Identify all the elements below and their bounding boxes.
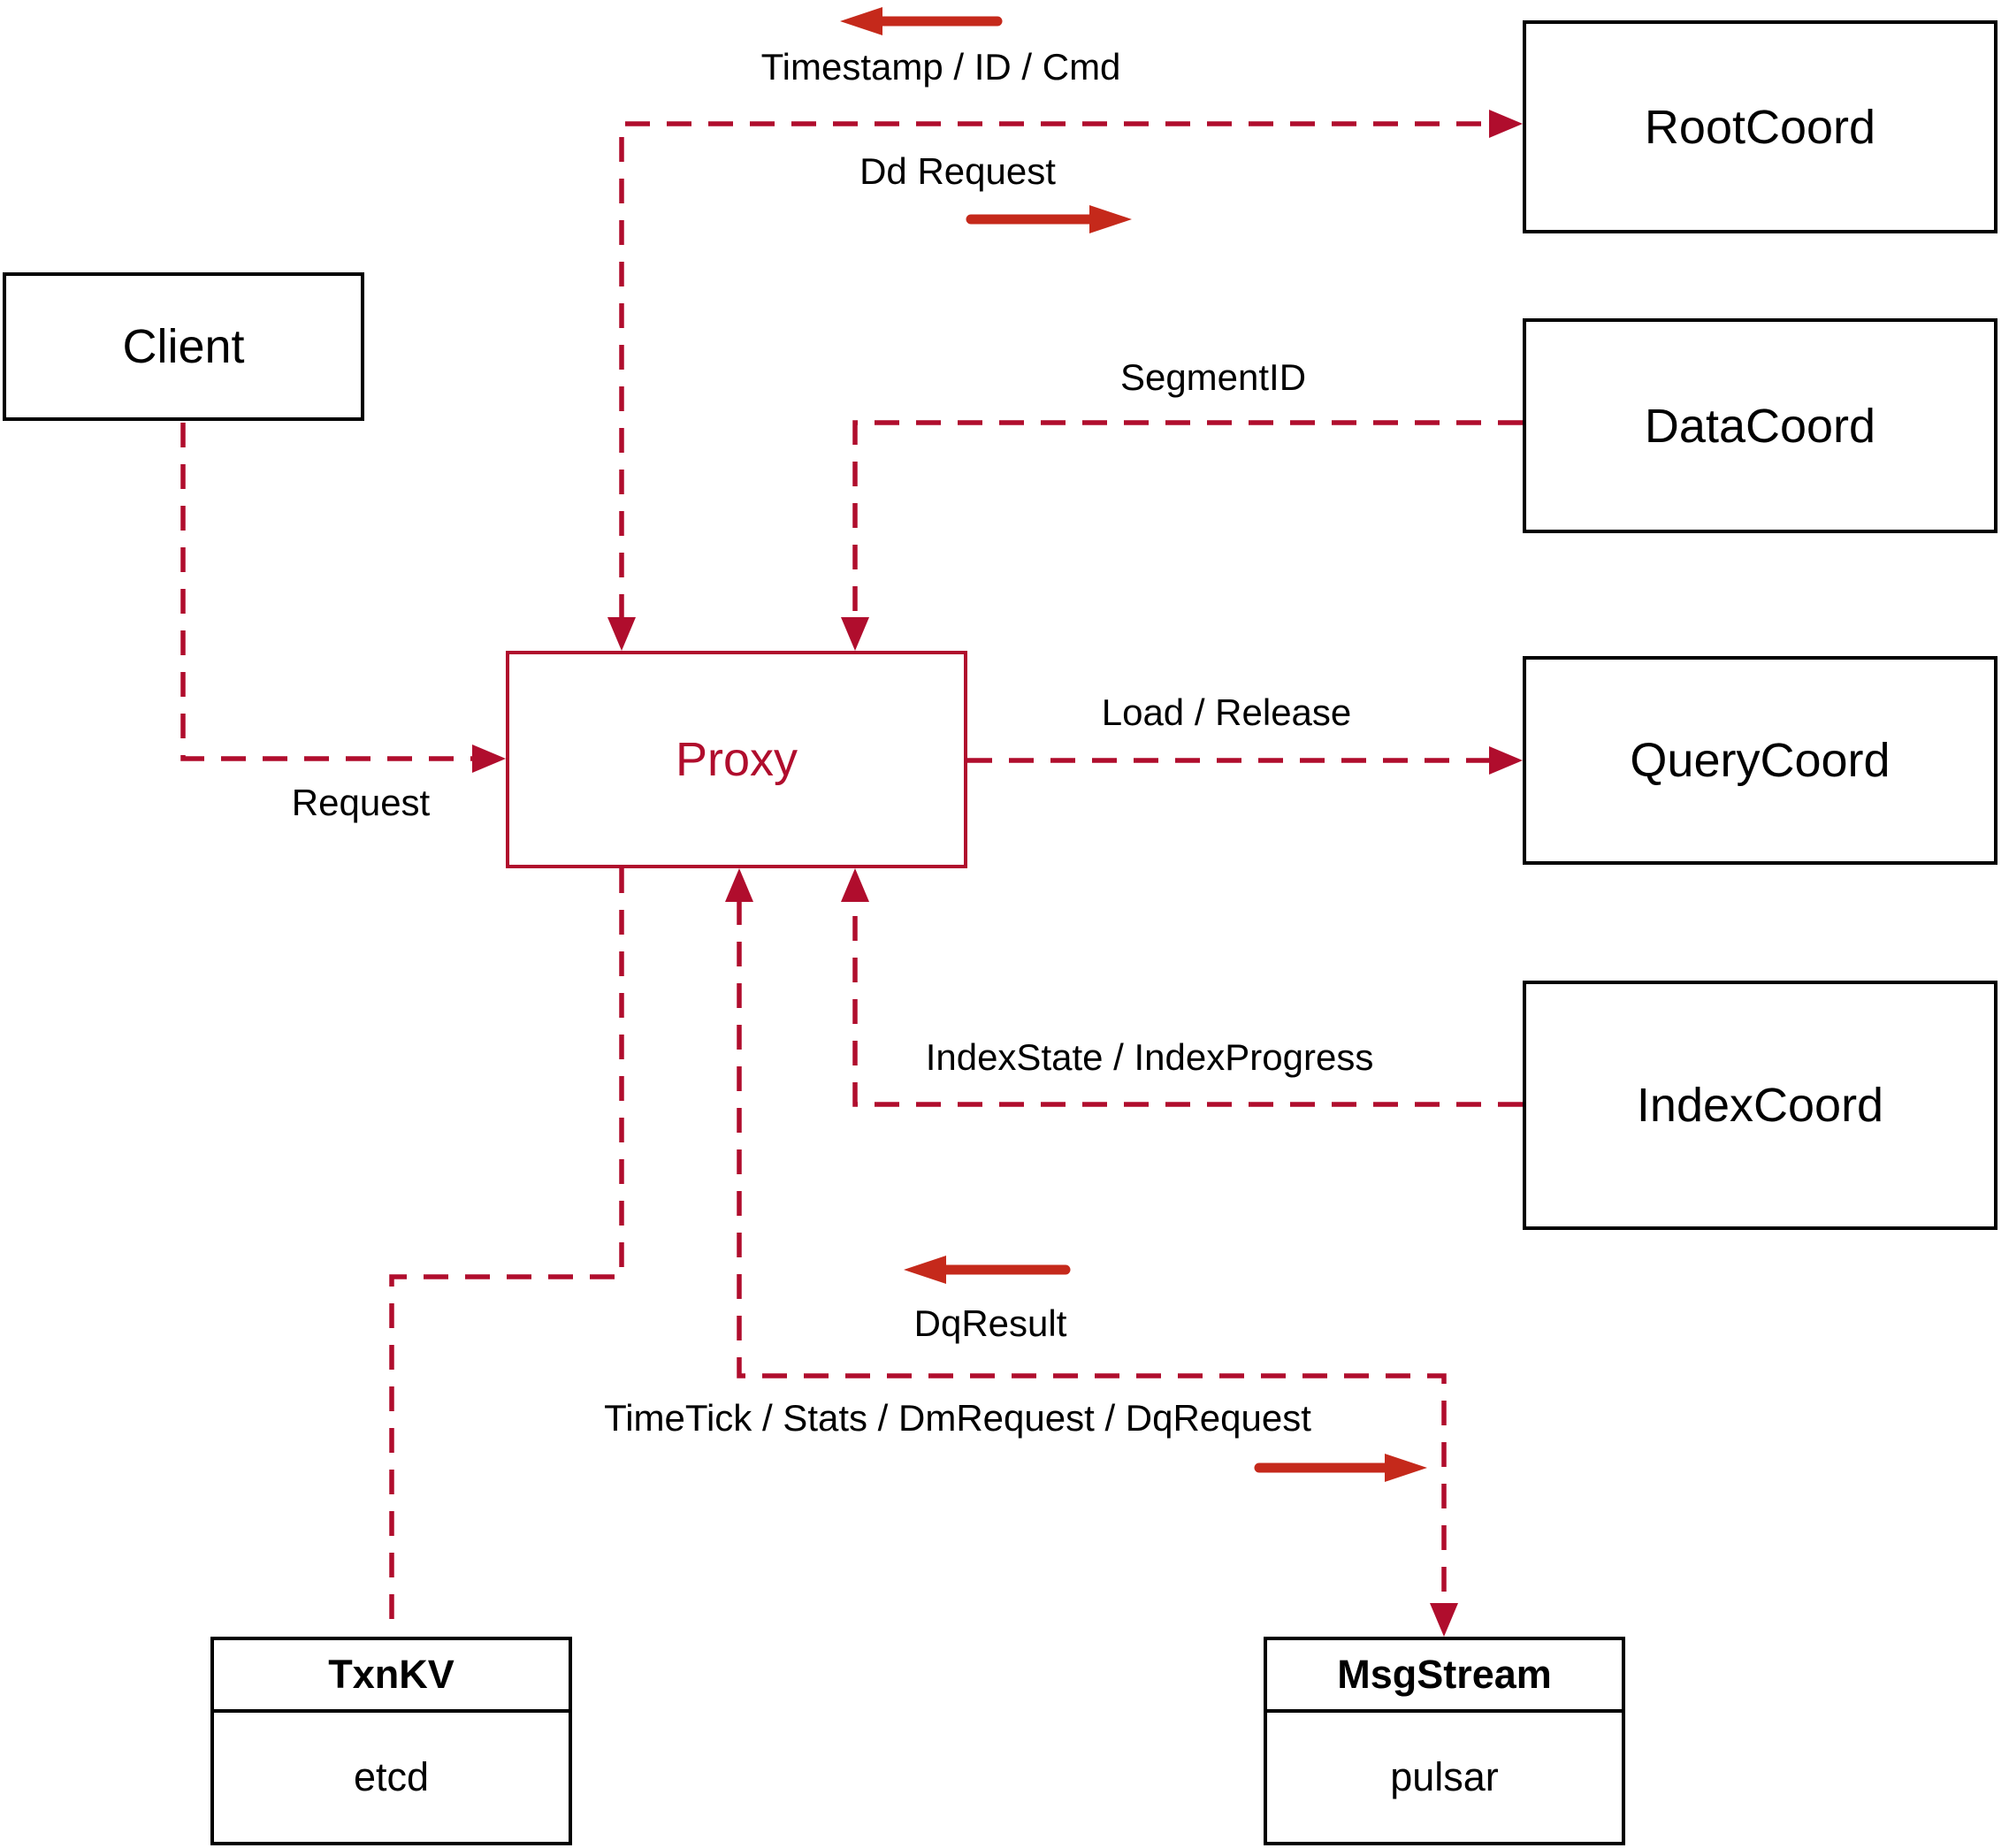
indexcoord-label: IndexCoord bbox=[1636, 1079, 1884, 1132]
datacoord-node: DataCoord bbox=[1523, 318, 1998, 533]
edge-proxy-txnkv bbox=[389, 868, 624, 1635]
arrowhead-right-icon bbox=[1489, 746, 1523, 775]
arrow-right-icon bbox=[966, 205, 1132, 233]
proxy-label: Proxy bbox=[675, 733, 798, 786]
arrowhead-right-icon bbox=[1489, 110, 1523, 138]
edge-label-dqresult: DqResult bbox=[913, 1302, 1067, 1344]
txnkv-title: TxnKV bbox=[214, 1640, 569, 1713]
arrowhead-down-icon bbox=[1430, 1603, 1458, 1637]
edge-label-timestamp: Timestamp / ID / Cmd bbox=[760, 46, 1121, 88]
datacoord-label: DataCoord bbox=[1644, 399, 1876, 453]
msgstream-node: MsgStream pulsar bbox=[1264, 1637, 1625, 1845]
dashed-connector bbox=[389, 868, 624, 1635]
txnkv-subtitle: etcd bbox=[353, 1754, 430, 1799]
arrowhead-down-icon bbox=[607, 617, 636, 651]
edge-label-segmentid: SegmentID bbox=[1119, 356, 1307, 398]
dashed-connector bbox=[737, 900, 1447, 1605]
proxy-node: Proxy bbox=[506, 651, 967, 868]
rootcoord-node: RootCoord bbox=[1523, 20, 1998, 233]
txnkv-node: TxnKV etcd bbox=[210, 1637, 572, 1845]
msgstream-subtitle: pulsar bbox=[1390, 1754, 1499, 1799]
querycoord-label: QueryCoord bbox=[1630, 734, 1891, 787]
edge-label-dd-request: Dd Request bbox=[859, 150, 1056, 192]
edge-label-load-release: Load / Release bbox=[1101, 691, 1352, 733]
edge-client-proxy bbox=[180, 423, 506, 773]
arrow-left-icon bbox=[840, 7, 1003, 35]
arrow-right-icon bbox=[1254, 1454, 1427, 1482]
edge-proxy-msgstream bbox=[725, 868, 1458, 1637]
edge-label-timetick: TimeTick / Stats / DmRequest / DqRequest bbox=[604, 1397, 1311, 1439]
dashed-connector bbox=[852, 420, 1523, 619]
arrowhead-up-icon bbox=[841, 868, 869, 902]
client-label: Client bbox=[122, 320, 245, 373]
edge-label-request: Request bbox=[291, 782, 431, 823]
arrowhead-up-icon bbox=[725, 868, 753, 902]
dashed-connector bbox=[852, 900, 1523, 1107]
edge-proxy-rootcoord bbox=[607, 110, 1523, 651]
edge-indexcoord-proxy bbox=[841, 868, 1523, 1107]
dashed-connector bbox=[619, 121, 1493, 619]
arrow-left-icon bbox=[904, 1256, 1071, 1284]
arrowhead-down-icon bbox=[841, 617, 869, 651]
dashed-connector bbox=[180, 423, 476, 761]
edge-label-indexstate: IndexState / IndexProgress bbox=[925, 1036, 1374, 1078]
edge-proxy-querycoord bbox=[967, 746, 1523, 775]
client-node: Client bbox=[3, 272, 364, 421]
indexcoord-node: IndexCoord bbox=[1523, 981, 1998, 1230]
edge-datacoord-proxy bbox=[841, 420, 1523, 651]
querycoord-node: QueryCoord bbox=[1523, 656, 1998, 865]
msgstream-title: MsgStream bbox=[1267, 1640, 1622, 1713]
rootcoord-label: RootCoord bbox=[1644, 100, 1876, 154]
arrowhead-right-icon bbox=[472, 745, 506, 773]
